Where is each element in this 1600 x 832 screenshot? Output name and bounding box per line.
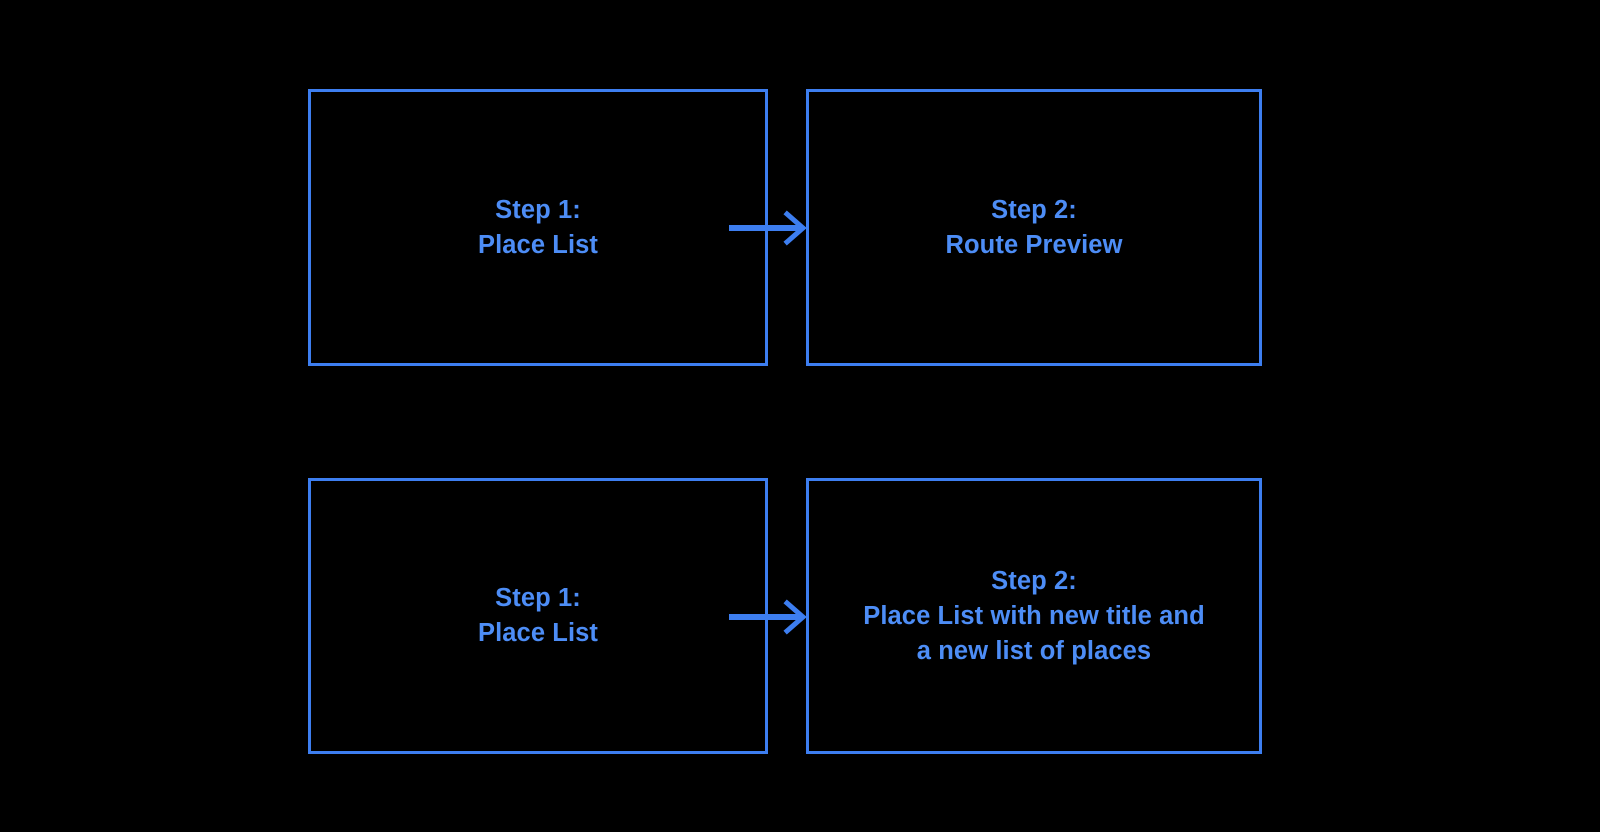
step-box-label: Step 2: Route Preview [945,195,1123,259]
step-box-2-route-preview[interactable]: Step 2: Route Preview [806,89,1262,366]
step-box-label: Step 2: Place List with new title and a … [863,566,1205,665]
flow-row-edited-place-list: Step 1: Place List Step 2: Place List wi… [0,471,1600,761]
step-box-label: Step 1: Place List [477,584,599,647]
step-box-label: Step 1: Place List [477,195,599,259]
flow-row-route-preview: Step 1: Place List Step 2: Route Preview [0,82,1600,372]
step-box-1-place-list[interactable]: Step 1: Place List [308,478,768,754]
step-box-1-place-list[interactable]: Step 1: Place List [308,89,768,366]
step-box-2-place-list-updated[interactable]: Step 2: Place List with new title and a … [806,478,1262,754]
